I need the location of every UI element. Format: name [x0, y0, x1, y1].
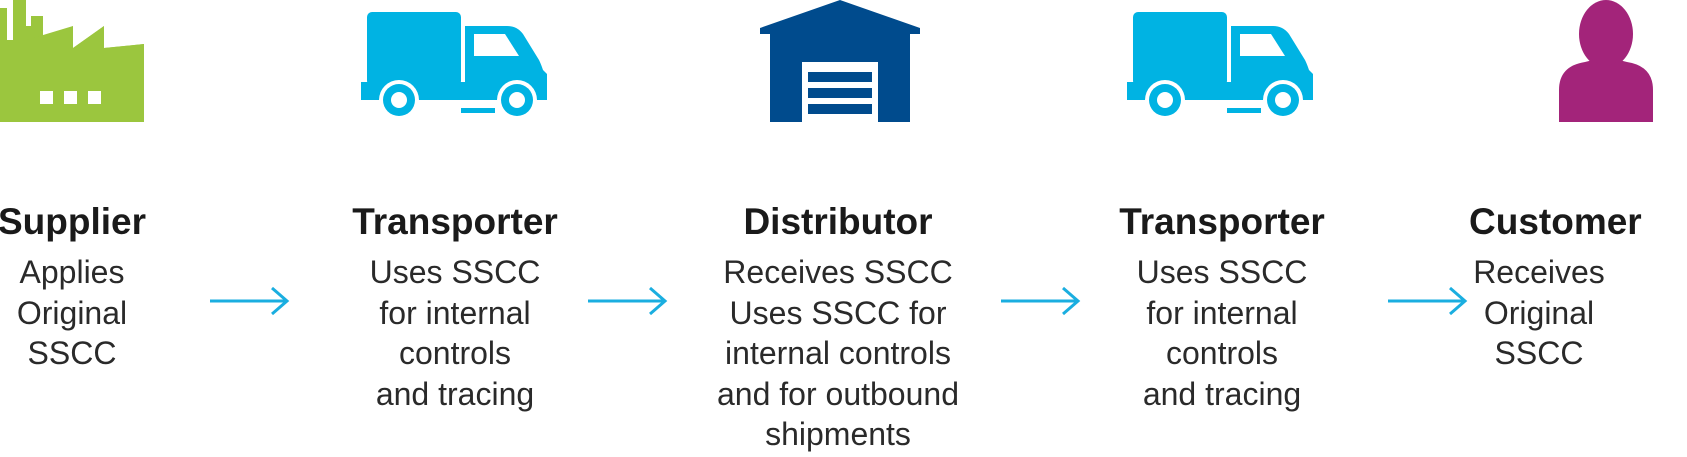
- description-line: shipments: [765, 416, 911, 452]
- description-line: Receives: [1473, 254, 1605, 290]
- stage-title: Distributor: [743, 201, 933, 242]
- flow-arrow-icon: [208, 286, 290, 316]
- flow-arrow-icon: [586, 286, 668, 316]
- factory-icon: [0, 0, 144, 122]
- description-line: Original: [16, 294, 128, 331]
- description-line: and tracing: [375, 375, 535, 412]
- stage-description: Receives SSCC Uses SSCC for internal con…: [688, 252, 988, 455]
- stage-title: Supplier: [0, 201, 147, 242]
- description-line: SSCC: [1494, 335, 1584, 371]
- description-line: and tracing: [1142, 375, 1302, 412]
- description-line: for internal: [1146, 294, 1298, 331]
- truck-icon: [361, 0, 553, 122]
- description-line: Uses SSCC for: [729, 294, 947, 331]
- description-line: Uses SSCC: [369, 254, 541, 290]
- stage-description: Applies Original SSCC: [0, 252, 222, 374]
- description-line: Applies: [19, 254, 125, 290]
- description-line: Receives SSCC: [723, 254, 953, 290]
- stage-title: Customer: [1469, 201, 1642, 242]
- description-line: and for outbound: [717, 375, 959, 412]
- stage-description: Receives Original SSCC: [1389, 252, 1687, 374]
- description-line: controls: [398, 335, 512, 371]
- flow-arrow-icon: [1386, 286, 1468, 316]
- stage-description: Uses SSCC for internal controls and trac…: [305, 252, 605, 414]
- description-line: Uses SSCC: [1136, 254, 1308, 290]
- description-line: internal controls: [725, 335, 951, 371]
- person-icon: [1559, 0, 1653, 122]
- description-line: Original: [1483, 294, 1595, 331]
- stage-description: Uses SSCC for internal controls and trac…: [1072, 252, 1372, 414]
- description-line: controls: [1165, 335, 1279, 371]
- flow-arrow-icon: [999, 286, 1081, 316]
- description-line: for internal: [379, 294, 531, 331]
- truck-icon: [1127, 0, 1319, 122]
- stage-title: Transporter: [352, 201, 558, 242]
- warehouse-icon: [760, 0, 920, 122]
- stage-title: Transporter: [1119, 201, 1325, 242]
- description-line: SSCC: [27, 335, 117, 371]
